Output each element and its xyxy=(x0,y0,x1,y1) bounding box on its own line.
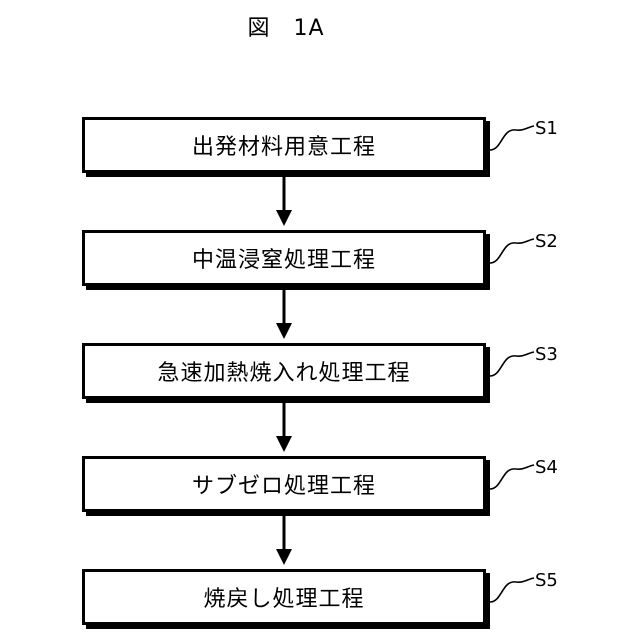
step-id-s2: S2 xyxy=(535,231,558,252)
process-step-label: 急速加熱焼入れ処理工程 xyxy=(157,355,410,387)
leader-line-s2 xyxy=(488,237,536,265)
process-step-label: 中温浸窒処理工程 xyxy=(192,242,376,274)
process-step-label: 焼戻し処理工程 xyxy=(203,581,364,613)
flow-arrow-2 xyxy=(276,289,292,339)
step-id-s3: S3 xyxy=(535,344,558,365)
flow-arrow-3 xyxy=(276,402,292,452)
process-step-label: サブゼロ処理工程 xyxy=(192,468,376,500)
leader-line-s4 xyxy=(488,463,536,491)
process-step-box-s1: 出発材料用意工程 xyxy=(82,117,486,173)
process-step-label: 出発材料用意工程 xyxy=(192,129,376,161)
step-id-s4: S4 xyxy=(535,457,558,478)
leader-line-s1 xyxy=(488,124,536,152)
leader-line-s3 xyxy=(488,350,536,378)
process-step-box-s2: 中温浸窒処理工程 xyxy=(82,230,486,286)
process-step-box-s4: サブゼロ処理工程 xyxy=(82,456,486,512)
step-id-s1: S1 xyxy=(535,118,558,139)
process-step-box-s3: 急速加熱焼入れ処理工程 xyxy=(82,343,486,399)
flow-arrow-4 xyxy=(276,515,292,565)
figure-title: 図 1A xyxy=(0,10,572,42)
process-step-box-s5: 焼戻し処理工程 xyxy=(82,569,486,625)
step-id-s5: S5 xyxy=(535,570,558,591)
leader-line-s5 xyxy=(488,576,536,604)
flow-arrow-1 xyxy=(276,176,292,226)
